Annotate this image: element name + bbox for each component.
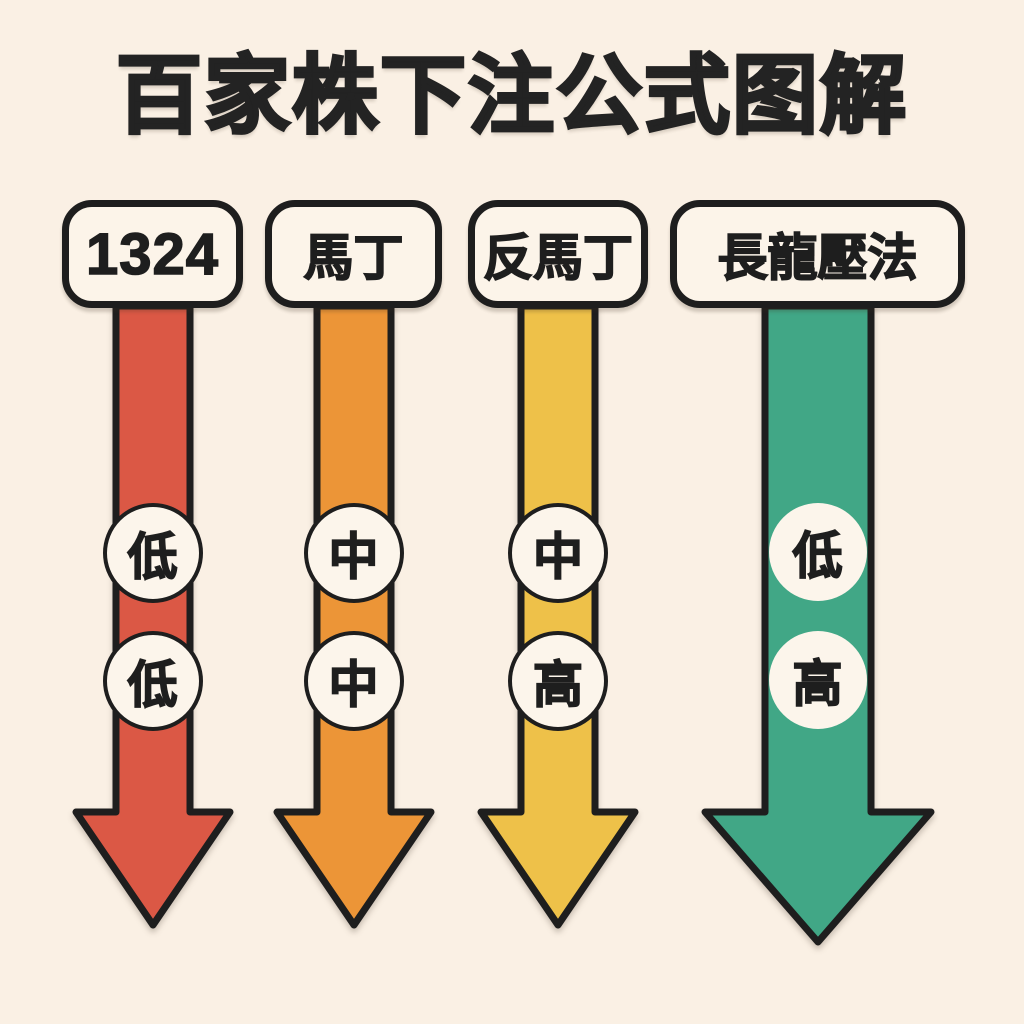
- column-martingale: 馬丁 中 中: [265, 200, 442, 980]
- risk-level: 中: [532, 528, 584, 586]
- risk-badge: 中: [508, 503, 608, 603]
- risk-level: 中: [328, 656, 380, 714]
- down-arrow-icon: [477, 302, 639, 929]
- risk-level: 中: [328, 528, 380, 586]
- strategy-label: 1324: [85, 221, 220, 288]
- risk-badge: 高: [768, 631, 867, 729]
- header-box: 馬丁: [265, 200, 442, 308]
- down-arrow-icon: [72, 302, 233, 929]
- risk-badge: 低: [102, 631, 203, 731]
- strategy-label: 馬丁: [303, 229, 405, 287]
- risk-badge: 中: [303, 631, 404, 731]
- risk-badge: 低: [102, 503, 203, 603]
- strategy-label: 長龍壓法: [717, 229, 919, 287]
- header-box: 1324: [62, 200, 243, 308]
- down-arrow-icon: [273, 302, 434, 929]
- strategy-label: 反馬丁: [482, 229, 634, 287]
- column-anti-martingale: 反馬丁 中 高: [468, 200, 648, 980]
- risk-level: 高: [792, 655, 844, 713]
- header-box: 反馬丁: [468, 200, 648, 308]
- header-box: 長龍壓法: [670, 200, 965, 308]
- down-arrow-icon: [701, 302, 934, 946]
- column-1324: 1324 低 低: [62, 200, 243, 980]
- risk-badge: 高: [508, 631, 608, 731]
- risk-level: 低: [127, 528, 179, 586]
- risk-level: 高: [532, 656, 584, 714]
- risk-level: 低: [792, 527, 844, 585]
- column-long-dragon: 長龍壓法 低 高: [670, 200, 965, 980]
- risk-badge: 低: [768, 503, 867, 601]
- page-title: 百家株下注公式图解: [115, 46, 908, 145]
- risk-level: 低: [127, 656, 179, 714]
- risk-badge: 中: [303, 503, 404, 603]
